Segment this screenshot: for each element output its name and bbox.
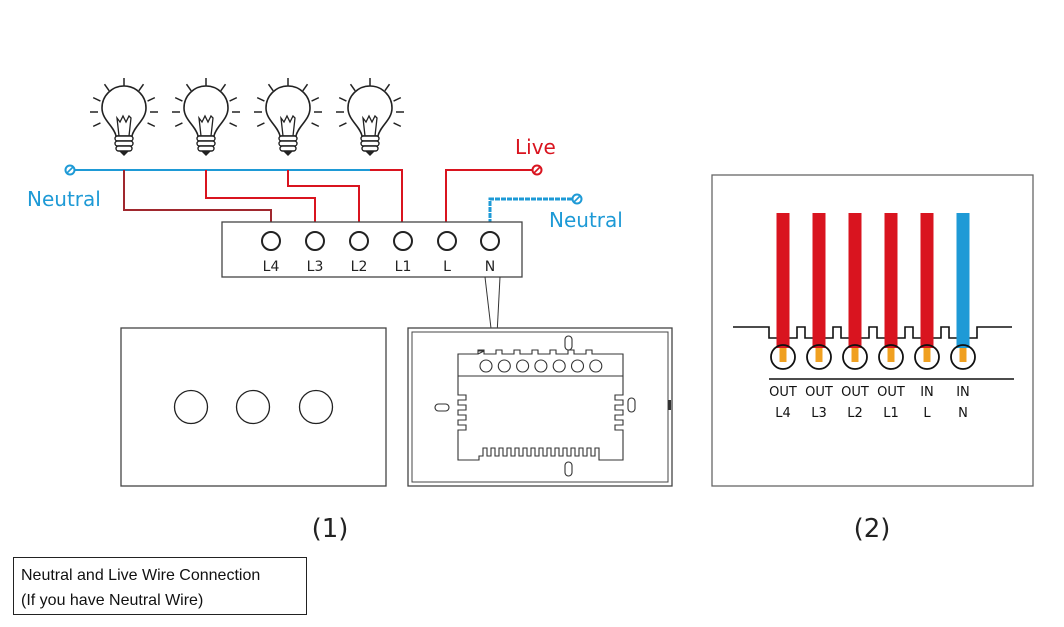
- light-bulb-icon: [254, 78, 322, 156]
- wire-lamp2-L3: [205, 170, 316, 236]
- front-panel-buttons: [173, 389, 334, 425]
- terminal-detail-l3: OUT L3: [805, 213, 833, 421]
- neutral-label-left: Neutral: [27, 187, 101, 211]
- terminal-name-label: L: [923, 406, 931, 421]
- touch-button-3: [298, 389, 334, 425]
- terminal-hole: [589, 359, 603, 373]
- terminal-core: [779, 348, 787, 362]
- terminal-detail-l4: OUT L4: [769, 213, 797, 421]
- live-wire: [884, 213, 898, 348]
- live-wire: [776, 213, 790, 348]
- mount-slot: [627, 397, 636, 413]
- terminal-core: [887, 348, 895, 362]
- mount-slot: [564, 461, 573, 477]
- mount-slot: [434, 403, 450, 412]
- wire-lamp3-L2: [287, 170, 360, 236]
- terminal-hole: [570, 359, 585, 373]
- terminal-direction-label: OUT: [805, 385, 833, 400]
- live-wire: [920, 213, 934, 348]
- terminal-detail-box: [711, 174, 1034, 487]
- terminal-l: L: [437, 231, 457, 275]
- light-bulb-icon: [336, 78, 404, 156]
- neutral-label-right: Neutral: [549, 208, 623, 232]
- terminal-direction-label: OUT: [769, 385, 797, 400]
- terminal-detail: OUT L4 OUT L3 OUT L2 OUT L1 IN L IN N: [733, 213, 1014, 421]
- live-label: Live: [515, 135, 556, 159]
- terminal-hole: [552, 359, 566, 373]
- terminal-detail-l: IN L: [914, 213, 940, 421]
- terminal-l3: L3: [305, 231, 325, 275]
- terminal-l4: L4: [261, 231, 281, 275]
- terminal-label: N: [485, 259, 495, 275]
- back-panel: [407, 327, 673, 487]
- terminal-screw: [770, 344, 796, 370]
- terminal-label: L2: [351, 259, 368, 275]
- terminal-screw: [842, 344, 868, 370]
- terminal-detail-l1: OUT L1: [877, 213, 905, 421]
- terminal-block-terminals: L4 L3 L2 L1 L N: [261, 231, 500, 275]
- touch-button-1: [173, 389, 209, 425]
- caption-title: Neutral and Live Wire Connection: [21, 567, 261, 584]
- terminal-hole: [534, 359, 548, 373]
- terminal-detail-l2: OUT L2: [841, 213, 869, 421]
- terminal-housing-edge: [733, 326, 1012, 339]
- touch-button-2: [235, 389, 271, 425]
- live-wire: [812, 213, 826, 348]
- terminal-direction-label: OUT: [841, 385, 869, 400]
- terminal-name-label: L3: [811, 406, 827, 421]
- light-bulb-icon: [90, 78, 158, 156]
- back-panel-terminal-holes: [479, 359, 603, 373]
- terminal-label: L1: [395, 259, 412, 275]
- terminal-screw: [914, 344, 940, 370]
- terminal-label: L4: [263, 259, 280, 275]
- figure-label-1: (1): [312, 514, 349, 544]
- terminal-hole: [497, 359, 511, 373]
- terminal-core: [923, 348, 931, 362]
- terminal-hole: [479, 359, 493, 373]
- terminal-core: [815, 348, 823, 362]
- terminal-name-label: L1: [883, 406, 899, 421]
- caption-box: Neutral and Live Wire Connection (If you…: [13, 557, 307, 615]
- terminal-name-label: L4: [775, 406, 791, 421]
- terminal-label: L: [443, 259, 451, 275]
- terminal-core: [959, 348, 967, 362]
- neutral-terminal-left-icon: [64, 164, 76, 176]
- figure-label-2: (2): [854, 514, 891, 544]
- live-terminal-icon: [531, 164, 543, 176]
- caption-subtitle: (If you have Neutral Wire): [21, 592, 204, 609]
- terminal-name-label: N: [958, 406, 968, 421]
- terminal-label: L3: [307, 259, 324, 275]
- terminal-l1: L1: [393, 231, 413, 275]
- terminal-direction-label: OUT: [877, 385, 905, 400]
- terminal-detail-n: IN N: [950, 213, 976, 421]
- terminal-direction-label: IN: [920, 385, 934, 400]
- terminal-screw: [878, 344, 904, 370]
- terminal-screw: [950, 344, 976, 370]
- terminal-n: N: [480, 231, 500, 275]
- live-input-wire: [445, 169, 533, 236]
- terminal-core: [851, 348, 859, 362]
- terminal-l2: L2: [349, 231, 369, 275]
- terminal-direction-label: IN: [956, 385, 970, 400]
- terminal-name-label: L2: [847, 406, 863, 421]
- neutral-terminal-right-icon: [571, 193, 583, 205]
- live-wire: [848, 213, 862, 348]
- neutral-wire: [956, 213, 970, 348]
- light-bulb-icon: [172, 78, 240, 156]
- mount-slot: [564, 335, 573, 351]
- terminal-screw: [806, 344, 832, 370]
- lamps: [90, 78, 404, 156]
- terminal-hole: [516, 359, 530, 373]
- wire-lamp4-L1: [370, 169, 403, 236]
